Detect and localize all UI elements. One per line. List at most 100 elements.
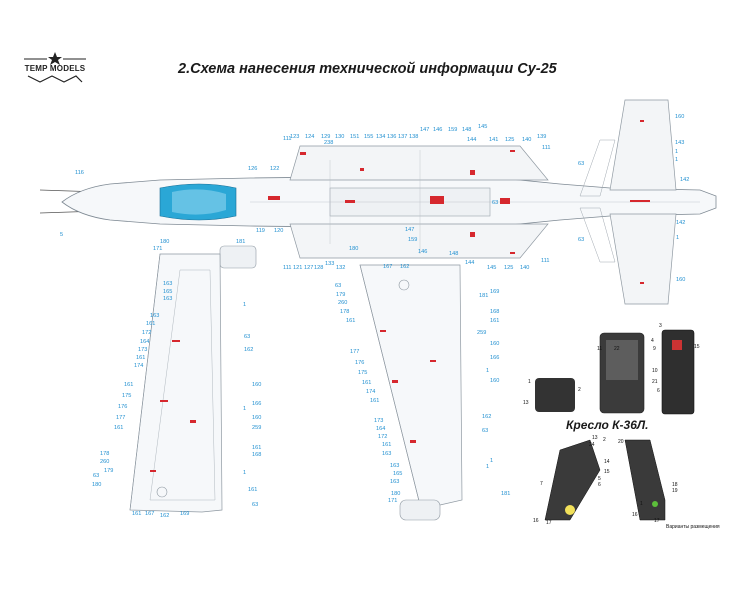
top-view-callout: 123: [290, 134, 299, 140]
right-wing-callout: 168: [490, 309, 499, 315]
seat-callout: 22: [614, 346, 620, 352]
top-view-callout: 5: [60, 232, 63, 238]
right-wing-callout: 161: [346, 318, 355, 324]
left-wing-callout: 181: [236, 239, 245, 245]
seat-callout: 15: [694, 344, 700, 350]
right-wing-callout: 160: [490, 378, 499, 384]
left-wing-callout: 168: [252, 452, 261, 458]
top-view-callout: 116: [75, 170, 84, 176]
seat-callout: 17: [546, 520, 552, 526]
left-wing-callout: 177: [116, 415, 125, 421]
top-view-callout: 129: [321, 134, 330, 140]
ejection-seat-views: [535, 329, 695, 521]
top-view-callout: 121: [293, 265, 302, 271]
top-view-callout: 180: [349, 246, 358, 252]
top-view-callout: 124: [305, 134, 314, 140]
right-wing-callout: 163: [390, 463, 399, 469]
right-wing-callout: 161: [490, 318, 499, 324]
seat-callout: 4: [651, 338, 654, 344]
left-wing-callout: 173: [138, 347, 147, 353]
right-wing-callout: 1: [490, 458, 493, 464]
left-wing-callout: 180: [92, 482, 101, 488]
top-view-callout: 63: [578, 161, 584, 167]
top-view-callout: 142: [680, 177, 689, 183]
right-wing-callout: 178: [340, 309, 349, 315]
top-view-callout: 111: [283, 265, 292, 271]
right-wing-callout: 179: [336, 292, 345, 298]
brand-logo: TEMP MODELS: [20, 52, 90, 86]
left-wing-callout: 1: [243, 406, 246, 412]
left-wing-callout: 1: [243, 302, 246, 308]
right-wing-callout: 172: [378, 434, 387, 440]
right-wing-callout: 162: [482, 414, 491, 420]
logo-pattern-icon: [27, 75, 83, 83]
seat-callout: 6: [598, 482, 601, 488]
seat-callout: 13: [523, 400, 529, 406]
left-wing-callout: 160: [252, 382, 261, 388]
top-view-callout: 141: [489, 137, 498, 143]
brand-name: TEMP MODELS: [24, 64, 86, 73]
left-wing-callout: 161: [132, 511, 141, 517]
left-wing-callout: 175: [122, 393, 131, 399]
right-wing-callout: 164: [376, 426, 385, 432]
seat-callout: 15: [604, 469, 610, 475]
top-view-callout: 148: [449, 251, 458, 257]
right-wing-callout: 163: [390, 479, 399, 485]
right-wing-callout: 173: [374, 418, 383, 424]
seat-callout: 5: [598, 476, 601, 482]
right-wing-callout: 163: [382, 451, 391, 457]
top-view-callout: 1: [676, 235, 679, 241]
seat-callout: 19: [672, 488, 678, 494]
top-view-callout: 125: [505, 137, 514, 143]
top-view-callout: 144: [465, 260, 474, 266]
top-view-callout: 146: [418, 249, 427, 255]
top-view-callout: 63: [492, 200, 498, 206]
left-wing-callout: 180: [160, 239, 169, 245]
left-wing-callout: 165: [163, 289, 172, 295]
left-wing-callout: 162: [160, 513, 169, 519]
top-view-callout: 140: [520, 265, 529, 271]
top-view-callout: 147: [405, 227, 414, 233]
right-wing-callout: 165: [393, 471, 402, 477]
top-view-callout: 148: [462, 127, 471, 133]
right-wing-callout: 63: [482, 428, 488, 434]
seat-callout: 11: [597, 346, 602, 352]
top-view-callout: 145: [487, 265, 496, 271]
left-wing-callout: 167: [145, 511, 154, 517]
top-view-callout: 120: [274, 228, 283, 234]
seat-callout: 17: [654, 518, 660, 524]
left-wing-callout: 163: [150, 313, 159, 319]
right-wing-callout: 1: [486, 368, 489, 374]
seat-callout: 7: [540, 481, 543, 487]
seat-callout: 10: [652, 368, 658, 374]
left-wing-callout: 176: [118, 404, 127, 410]
left-wing-callout: 1: [243, 470, 246, 476]
top-view-callout: 159: [448, 127, 457, 133]
right-wing-callout: 161: [362, 380, 371, 386]
seat-callout: 13: [592, 435, 598, 441]
left-wing-callout: 164: [140, 339, 149, 345]
right-wing-callout: 63: [335, 283, 341, 289]
right-wing-callout: 161: [382, 442, 391, 448]
left-wing-callout: 161: [136, 355, 145, 361]
seat-callout: 1: [640, 501, 643, 507]
left-wing-callout: 161: [252, 445, 261, 451]
left-wing-callout: 63: [252, 502, 258, 508]
left-wing-callout: 171: [153, 246, 162, 252]
top-view-callout: 139: [537, 134, 546, 140]
star-icon: [24, 52, 86, 65]
right-wing-callout: 180: [391, 491, 400, 497]
left-wing-panel: [129, 245, 257, 513]
right-wing-callout: 167: [383, 264, 392, 270]
top-view-callout: 137: [398, 134, 407, 140]
left-wing-callout: 163: [163, 296, 172, 302]
top-view-callout: 238: [324, 140, 333, 146]
right-wing-callout: 160: [490, 341, 499, 347]
aircraft-top-view: [39, 99, 717, 305]
top-view-callout: 1: [675, 157, 678, 163]
left-wing-callout: 174: [134, 363, 143, 369]
right-wing-callout: 177: [350, 349, 359, 355]
top-view-callout: 144: [467, 137, 476, 143]
top-view-callout: 128: [314, 265, 323, 271]
